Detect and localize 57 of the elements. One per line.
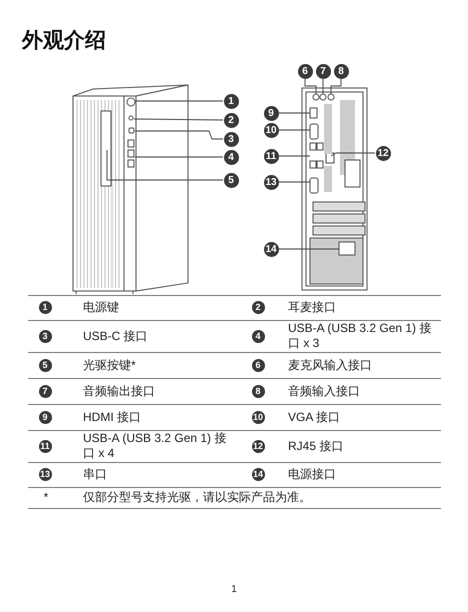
- callout-number: 4: [224, 150, 238, 164]
- table-row-number: 7: [38, 384, 52, 398]
- part-name: USB-A (USB 3.2 Gen 1) 接口 x 3: [288, 321, 432, 351]
- part-name: 电源键: [83, 300, 120, 315]
- callout-number: 12: [376, 146, 390, 160]
- callout-number: 13: [264, 174, 278, 190]
- leader-line: [278, 248, 340, 250]
- table-row-number: 14: [252, 468, 264, 481]
- leader-line: [134, 156, 224, 158]
- callout-number: 10: [264, 122, 278, 138]
- footnote-mark: *: [42, 490, 50, 505]
- table-row-number: 3: [38, 330, 52, 342]
- callout-number: 7: [316, 64, 330, 78]
- callout-number: 5: [224, 172, 238, 188]
- part-name: USB-C 接口: [83, 328, 149, 344]
- part-name: 音频输出接口: [83, 384, 156, 398]
- part-name: 电源接口: [288, 467, 337, 482]
- table-row-number: 6: [252, 358, 264, 372]
- part-name: 麦克风输入接口: [288, 358, 373, 372]
- table-row-number: 8: [252, 384, 264, 398]
- leader-line: [330, 78, 342, 94]
- callout-number: 8: [334, 64, 348, 78]
- callout-number: 1: [224, 94, 238, 108]
- part-name: 音频输入接口: [288, 384, 361, 398]
- page-number: 1: [230, 583, 238, 597]
- table-row-number: 4: [252, 330, 264, 342]
- callout-number: 3: [224, 132, 238, 146]
- leader-line: [136, 100, 224, 102]
- table-row-number: 10: [252, 410, 264, 424]
- footnote: 仅部分型号支持光驱，请以实际产品为准。: [83, 490, 312, 505]
- leader-line: [330, 152, 376, 156]
- table-row-number: 12: [252, 440, 264, 452]
- callout-number: 9: [264, 106, 278, 120]
- leader-line: [322, 78, 324, 94]
- leader-line: [278, 112, 310, 114]
- part-name: 耳麦接口: [288, 300, 337, 315]
- callout-number: 2: [224, 112, 238, 128]
- table-row-number: 11: [38, 440, 52, 452]
- leader-line: [304, 78, 316, 94]
- part-name: USB-A (USB 3.2 Gen 1) 接口 x 4: [83, 431, 228, 461]
- part-name: 串口: [83, 467, 108, 482]
- part-name: HDMI 接口: [83, 410, 142, 424]
- table-row-number: 13: [38, 468, 52, 481]
- leader-line: [134, 118, 224, 120]
- part-name: 光驱按键*: [83, 358, 137, 372]
- page-title: 外观介绍: [22, 28, 106, 54]
- table-row-number: 9: [38, 410, 52, 424]
- callout-number: 6: [298, 64, 312, 78]
- callout-number: 11: [264, 148, 278, 164]
- table-row-number: 1: [38, 301, 52, 314]
- leader-line: [106, 150, 224, 180]
- table-row-number: 2: [252, 301, 264, 314]
- table-row-number: 5: [38, 358, 52, 372]
- callout-number: 14: [264, 242, 278, 256]
- part-name: VGA 接口: [288, 410, 342, 424]
- leader-line: [134, 130, 224, 140]
- part-name: RJ45 接口: [288, 438, 344, 454]
